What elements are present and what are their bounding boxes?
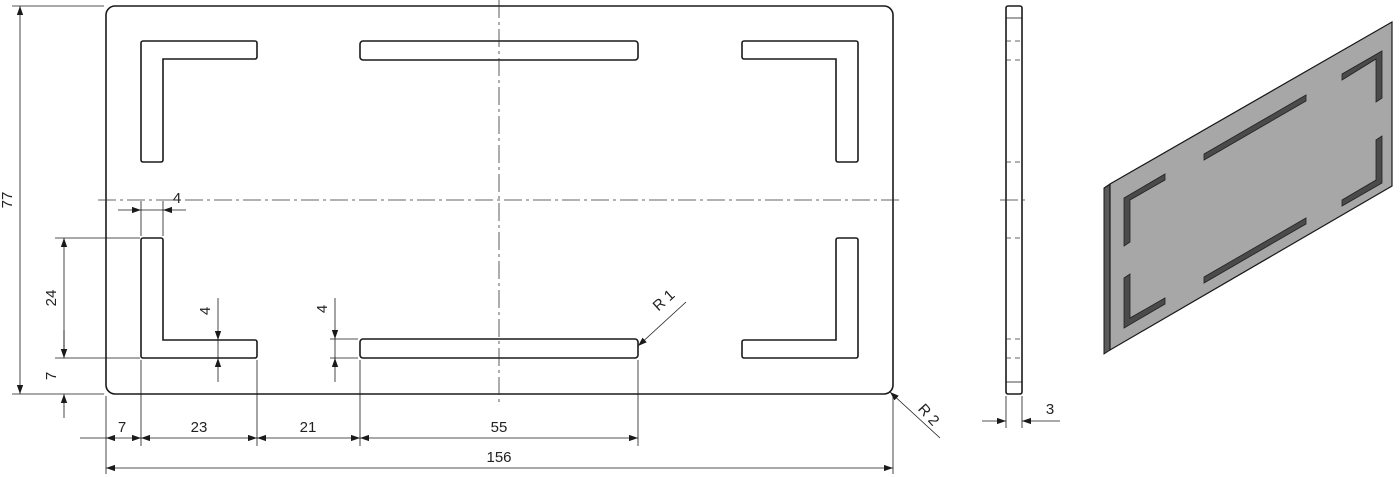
dim-radius-plate: R 2 [914, 401, 942, 430]
dim-slot-length-long: 55 [491, 419, 508, 436]
dim-left-margin: 7 [118, 419, 126, 436]
dim-slot-width-mid: 4 [314, 305, 331, 313]
iso-face [1109, 20, 1393, 352]
dim-bottom-margin: 7 [43, 372, 60, 380]
iso-slot-top-right [1341, 50, 1383, 103]
dim-overall-height: 77 [0, 192, 16, 209]
slot-top-left [140, 40, 258, 163]
front-view [98, 0, 900, 402]
iso-slot-top-left [1123, 173, 1166, 247]
dim-slot-width-top: 4 [173, 190, 181, 207]
iso-slot-top-straight [1203, 94, 1307, 161]
dimensions: 77 24 7 4 4 4 [0, 5, 942, 474]
slot-bottom-right [741, 237, 859, 359]
dim-slot-length-short: 23 [191, 419, 208, 436]
slot-top-right [741, 40, 859, 163]
dim-radius-slot: R 1 [650, 287, 679, 315]
iso-slot-bottom-left [1123, 273, 1166, 329]
dim-slot-vertical-length: 24 [43, 290, 60, 307]
slot-bottom-left [140, 237, 258, 359]
iso-slot-bottom-right [1341, 135, 1383, 207]
iso-edge [1103, 183, 1111, 355]
dim-gap: 21 [300, 419, 317, 436]
dim-overall-width: 156 [486, 449, 511, 466]
iso-slot-bottom-straight [1203, 217, 1307, 284]
side-view: 3 [982, 5, 1060, 428]
dim-thickness: 3 [1046, 401, 1054, 418]
isometric-view [1103, 20, 1393, 355]
dim-slot-width-left: 4 [197, 307, 214, 315]
